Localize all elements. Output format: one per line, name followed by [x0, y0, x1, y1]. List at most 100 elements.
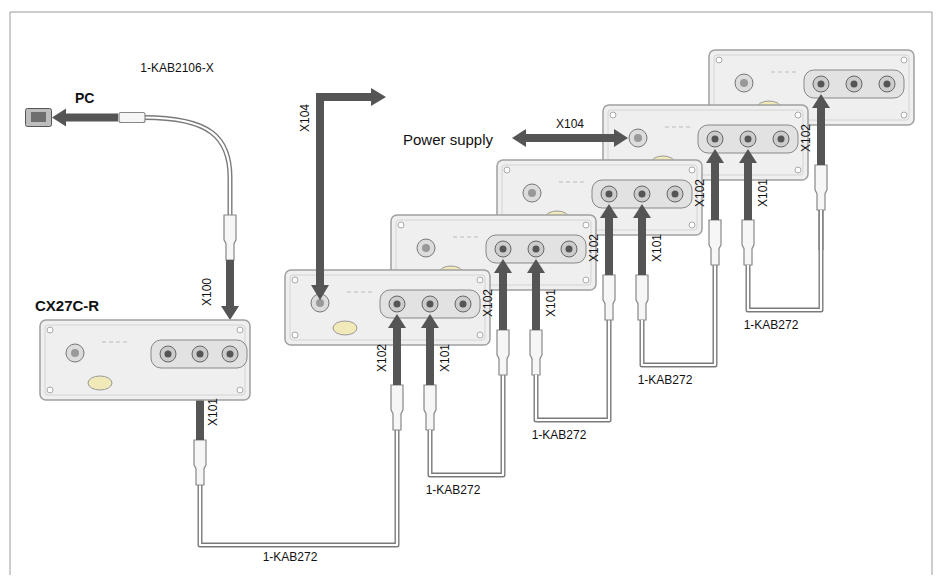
socket-pin [227, 351, 234, 358]
mount-hole [477, 332, 483, 338]
arrow-shaft [744, 163, 752, 220]
socket [707, 131, 723, 147]
arrow-shaft [226, 260, 234, 306]
mount-hole [716, 57, 722, 63]
thick-arrow [221, 260, 239, 320]
marking [679, 127, 683, 128]
connector-name: X100 [201, 278, 213, 306]
cable-plug [636, 275, 648, 320]
socket-panel [486, 235, 586, 263]
supply-socket [735, 74, 753, 92]
socket-pin [500, 246, 507, 253]
status-led [88, 376, 112, 390]
connector-name: X102 [800, 124, 812, 152]
socket [222, 346, 238, 362]
arrowhead [52, 109, 66, 127]
device-name: CX27C-R [35, 297, 99, 314]
marking [672, 127, 676, 128]
cable-name: 1-KAB272 [638, 374, 693, 386]
socket-pin [672, 191, 679, 198]
connector-name: X102 [588, 234, 600, 262]
connector-name: X102 [694, 179, 706, 207]
cable-core [748, 210, 821, 310]
supply-socket-pin [316, 299, 324, 307]
thick-arrow [600, 204, 618, 275]
cable-core [820, 210, 822, 250]
mount-hole [47, 387, 53, 393]
marking [467, 237, 471, 238]
arrowhead [633, 204, 651, 218]
socket [528, 241, 544, 257]
connector-name: X101 [651, 234, 663, 262]
connector-name: X101 [207, 398, 219, 426]
cable-plug [742, 220, 754, 265]
cable-plug [815, 165, 827, 210]
marking [368, 292, 372, 293]
socket-pin [778, 136, 785, 143]
arrow-shaft [817, 108, 825, 165]
marking [665, 127, 669, 128]
mount-hole [398, 222, 404, 228]
mount-hole [795, 112, 801, 118]
socket-pin [884, 81, 891, 88]
marking [559, 182, 563, 183]
arrowhead [494, 259, 512, 273]
socket-panel [804, 70, 904, 98]
pc-icon: PC [25, 108, 52, 127]
thick-arrow [421, 314, 439, 385]
cable-plug [603, 275, 615, 320]
socket-pin [745, 136, 752, 143]
supply-socket [523, 184, 541, 202]
connector-name: X101 [439, 344, 451, 372]
pc-body [26, 109, 52, 127]
marking [354, 292, 358, 293]
cable [536, 320, 609, 420]
cable-core [144, 118, 230, 216]
socket [634, 186, 650, 202]
cable-plug [391, 385, 403, 430]
module-housing [285, 270, 490, 345]
socket-pin [639, 191, 646, 198]
socket-pin [606, 191, 613, 198]
connector-name: X101 [545, 289, 557, 317]
cable [642, 265, 715, 365]
frame [10, 12, 932, 575]
arrowhead [512, 129, 526, 147]
socket-pin [427, 301, 434, 308]
socket [813, 76, 829, 92]
socket-panel [592, 180, 692, 208]
power-arrow [311, 88, 386, 300]
supply-socket-pin [528, 189, 536, 197]
supply-socket [417, 239, 435, 257]
arrow-shaft [393, 328, 401, 385]
supply-socket-pin [71, 349, 79, 357]
module-housing [40, 320, 250, 400]
arrow-shaft [66, 114, 118, 122]
cable-plug [224, 215, 236, 260]
arrowhead [527, 259, 545, 273]
cable [819, 210, 824, 250]
supply-socket [629, 129, 647, 147]
cable [748, 210, 821, 310]
marking [102, 342, 106, 343]
socket [455, 296, 471, 312]
cable-plug [530, 330, 542, 375]
cable-plug [119, 113, 145, 123]
socket-pin [394, 301, 401, 308]
mount-hole [689, 222, 695, 228]
connector-name: X102 [482, 289, 494, 317]
thick-arrow [739, 149, 757, 220]
thick-arrow [494, 259, 512, 330]
cable-name: 1-KAB272 [532, 429, 587, 441]
supply-socket-pin [422, 244, 430, 252]
socket [389, 296, 405, 312]
arrow-shaft [426, 328, 434, 385]
cable-name: 1-KAB2106-X [140, 62, 213, 74]
marking [116, 342, 120, 343]
thick-arrow [52, 109, 118, 127]
connector-name: X104 [299, 104, 311, 132]
cable [200, 430, 397, 545]
cable-name: 1-KAB272 [426, 484, 481, 496]
marking [792, 72, 796, 73]
socket-pin [818, 81, 825, 88]
